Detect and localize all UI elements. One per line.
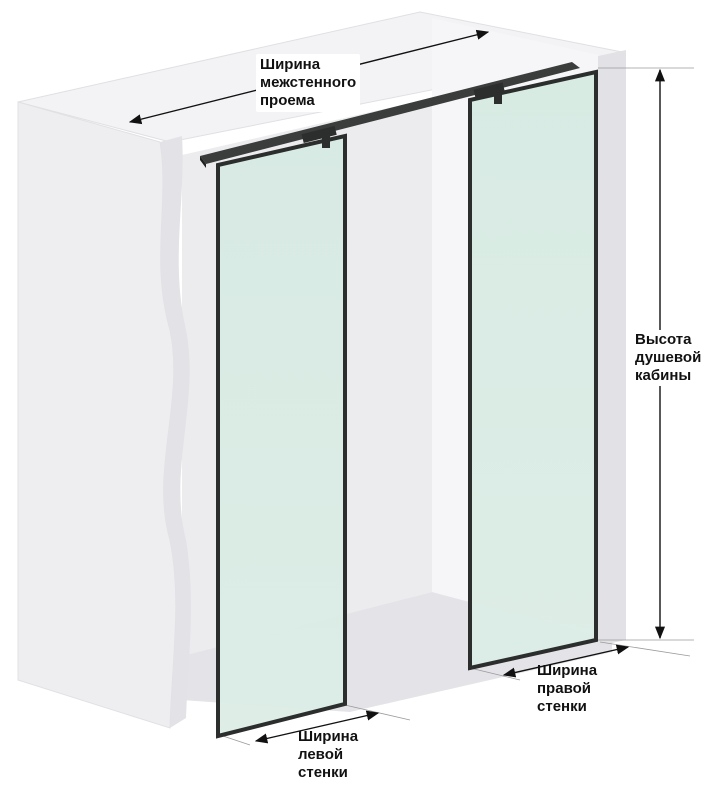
cabin-height-label: Высота душевой кабины <box>633 330 704 386</box>
opening-width-line-1: Ширина <box>260 56 321 73</box>
left-wall-width-arrow <box>254 710 380 744</box>
right-outer-wall <box>598 50 626 646</box>
left-wall-width-label: Ширина левой стенки <box>298 728 358 782</box>
opening-width-line-2: межстенного <box>260 74 357 91</box>
right-wall-width-line-2: правой <box>537 680 591 697</box>
right-wall-width-arrow <box>502 644 630 678</box>
opening-width-label: Ширина межстенного проема <box>256 54 361 112</box>
right-wall-width-line-1: Ширина <box>537 662 598 679</box>
cabin-height-line-3: кабины <box>635 367 692 384</box>
left-wall-front <box>17 101 177 729</box>
right-wall-width-line-3: стенки <box>537 698 587 715</box>
left-wall-width-line-1: Ширина <box>298 728 359 745</box>
left-glass-panel <box>216 133 347 739</box>
left-wall-width-line-3: стенки <box>298 764 348 781</box>
cabin-height-line-1: Высота <box>635 331 692 348</box>
left-wall-edge <box>160 136 191 728</box>
right-glass-panel <box>468 69 598 671</box>
opening-width-line-3: проема <box>260 92 315 109</box>
left-wall-width-line-2: левой <box>298 746 344 763</box>
cabin-height-line-2: душевой <box>635 349 702 366</box>
extension-lines <box>219 67 694 746</box>
right-wall-width-label: Ширина правой стенки <box>537 662 597 716</box>
